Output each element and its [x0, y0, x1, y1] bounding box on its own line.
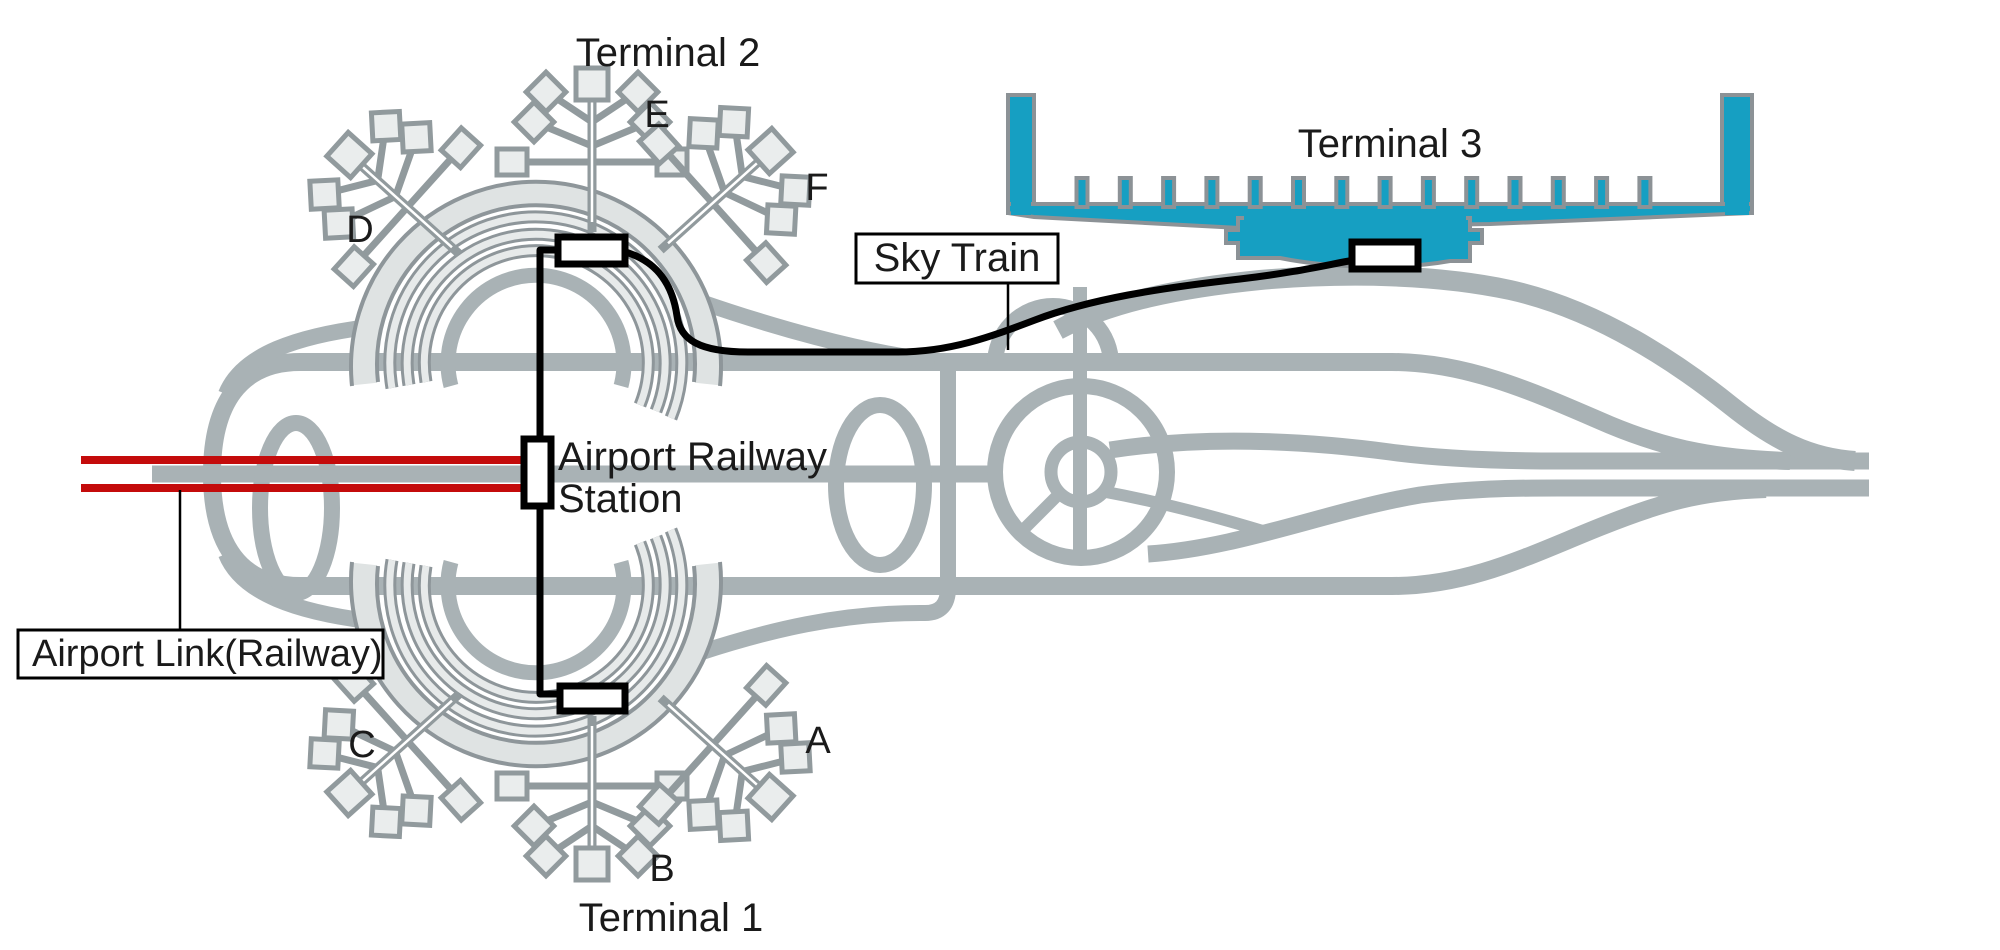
road-network [152, 265, 1869, 660]
concourse-f-label: F [805, 167, 828, 209]
jet-bridge-tooth [1334, 176, 1350, 209]
airport-link-callout-label: Airport Link(Railway) [32, 633, 383, 675]
airport-link-callout-box [16, 628, 385, 680]
sky-train-station-terminal-3 [1348, 238, 1422, 273]
jet-bridge-tooth [1291, 176, 1306, 209]
sky-train-callout-label: Sky Train [874, 236, 1041, 280]
concourse-e-label: E [644, 94, 669, 136]
terminal-3-label: Terminal 3 [1298, 122, 1483, 166]
jet-bridge-tooth [1204, 176, 1220, 209]
jet-bridge-tooth [1594, 176, 1610, 209]
concourse-d-label: D [346, 209, 373, 251]
concourse-a-label: A [805, 720, 831, 762]
jet-bridge-tooth [1420, 176, 1436, 209]
sky-train-callout-box [854, 232, 1060, 285]
concourse-c-label: C [348, 724, 375, 766]
jet-bridge-tooth [1117, 176, 1133, 209]
terminal-1-label: Terminal 1 [579, 896, 764, 940]
jet-bridge-tooth [1637, 176, 1653, 209]
sky-train-station-terminal-1 [556, 682, 629, 715]
jet-bridge-tooth [1550, 176, 1566, 209]
jet-bridge-tooth [1377, 176, 1393, 209]
sky-train-station-terminal-2 [554, 233, 629, 268]
jet-bridge-tooth [1161, 176, 1177, 209]
terminal-3-jet-bridges [1074, 176, 1653, 209]
jet-bridge-tooth [1507, 176, 1523, 209]
concourse-b-label: B [649, 848, 674, 890]
airport-link-rail-line [81, 456, 524, 492]
jet-bridge-tooth [1247, 176, 1263, 209]
terminal-3-frontage-road [1053, 265, 1856, 471]
airport-railway-station-marker [520, 435, 555, 510]
terminal-2-label: Terminal 2 [576, 31, 761, 75]
jet-bridge-tooth [1074, 176, 1090, 209]
airport-railway-station-label-line1: Airport Railway [558, 435, 827, 479]
terminal-3-building [1006, 93, 1754, 269]
jet-bridge-tooth [1464, 176, 1480, 209]
airport-railway-station-label-line2: Station [558, 477, 683, 521]
